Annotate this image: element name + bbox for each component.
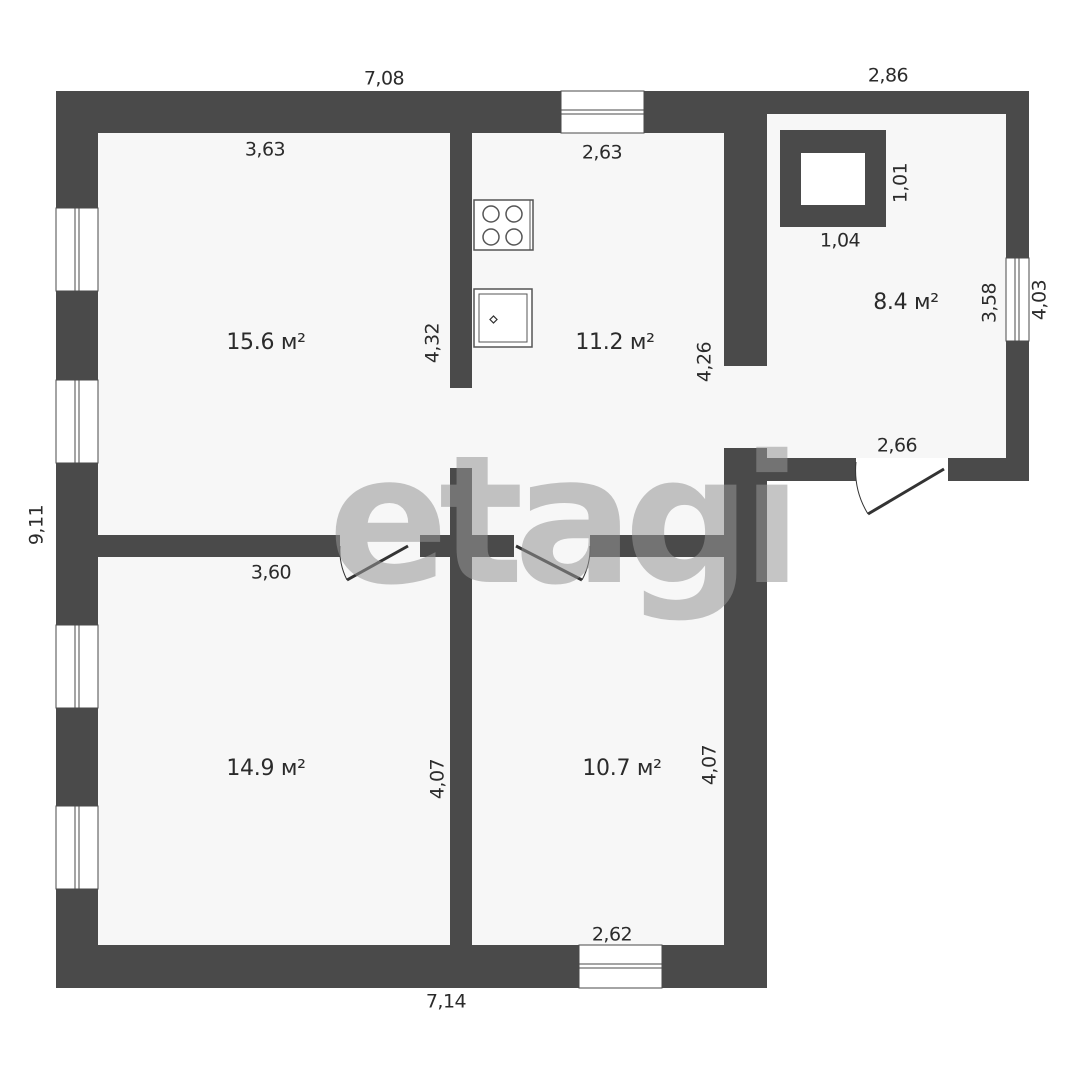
furnace-icon bbox=[780, 130, 886, 227]
window-left-4 bbox=[55, 805, 99, 890]
dim-bottom-total: 7,14 bbox=[425, 990, 467, 1013]
dim-veranda-bottom: 2,66 bbox=[876, 434, 918, 457]
dim-room4-bottom: 2,62 bbox=[591, 923, 633, 946]
doorway-room2-veranda bbox=[724, 366, 767, 448]
dim-room3-top: 3,60 bbox=[250, 561, 292, 584]
veranda-area: 8.4 м² bbox=[873, 290, 939, 315]
sink-icon bbox=[473, 288, 533, 348]
room-3-floor bbox=[98, 557, 450, 945]
dim-stove-bottom: 1,04 bbox=[819, 229, 861, 252]
window-bottom bbox=[578, 944, 663, 989]
room-4-floor bbox=[472, 557, 724, 945]
door-room3 bbox=[339, 544, 409, 582]
room-1-area: 15.6 м² bbox=[226, 330, 306, 355]
window-top bbox=[560, 90, 645, 134]
window-veranda bbox=[1005, 257, 1030, 342]
dim-room2-top: 2,63 bbox=[581, 141, 623, 164]
dim-veranda-outer: 4,03 bbox=[1028, 279, 1051, 321]
doorway-room4 bbox=[514, 535, 590, 557]
room-1-floor bbox=[98, 133, 450, 535]
veranda-entrance bbox=[856, 458, 948, 481]
doorway-room1-room2 bbox=[450, 388, 472, 468]
door-room4 bbox=[515, 544, 591, 582]
dim-stove-side: 1,01 bbox=[889, 162, 912, 204]
room-3-area: 14.9 м² bbox=[226, 756, 306, 781]
dim-room1-right: 4,32 bbox=[421, 322, 444, 364]
dim-top-right-total: 2,86 bbox=[867, 64, 909, 87]
dim-room2-right: 4,26 bbox=[693, 341, 716, 383]
dim-left-total: 9,11 bbox=[25, 504, 48, 546]
window-left-2 bbox=[55, 379, 99, 464]
dim-veranda-inner: 3,58 bbox=[978, 282, 1001, 324]
room-4-area: 10.7 м² bbox=[582, 756, 662, 781]
stove-icon bbox=[473, 199, 534, 251]
dim-top-left-total: 7,08 bbox=[363, 67, 405, 90]
window-left-3 bbox=[55, 624, 99, 709]
dim-room1-top: 3,63 bbox=[244, 138, 286, 161]
window-left-1 bbox=[55, 207, 99, 292]
room-2-area: 11.2 м² bbox=[575, 330, 655, 355]
dim-room4-right: 4,07 bbox=[698, 744, 721, 786]
dim-room3-right: 4,07 bbox=[426, 758, 449, 800]
watermark-logo: etagi bbox=[328, 417, 802, 624]
door-veranda bbox=[855, 461, 945, 516]
